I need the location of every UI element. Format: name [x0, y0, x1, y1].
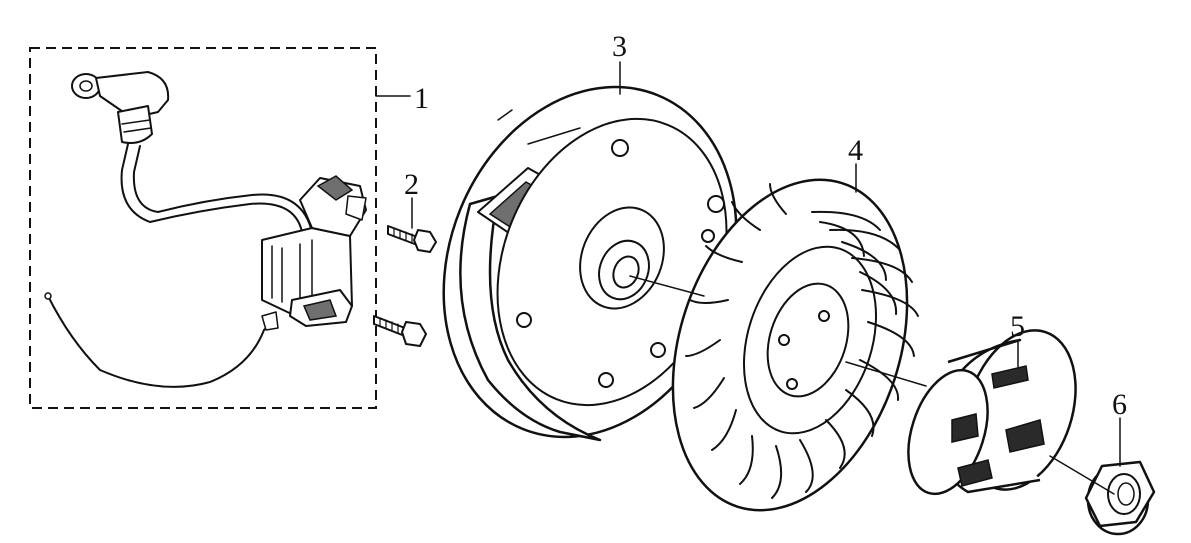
cooling-fan: [671, 178, 919, 512]
bolt-upper: [387, 225, 437, 253]
flywheel: [442, 85, 738, 442]
callout-2: 2: [404, 168, 419, 201]
callout-5: 5: [1010, 310, 1025, 343]
callout-1: 1: [414, 82, 429, 115]
assembly-dashed-box: [29, 47, 377, 409]
callout-4: 4: [848, 134, 863, 167]
coil-body: [261, 175, 367, 327]
ignition-coil-assembly: [29, 47, 377, 409]
flange-nut: [1084, 460, 1156, 536]
assembly-axis: [629, 275, 1115, 495]
bolt-lower: [373, 315, 427, 347]
spark-plug-cap: [71, 71, 170, 144]
callout-6: 6: [1112, 388, 1127, 421]
callout-3: 3: [612, 30, 627, 63]
starter-cup: [907, 329, 1077, 496]
